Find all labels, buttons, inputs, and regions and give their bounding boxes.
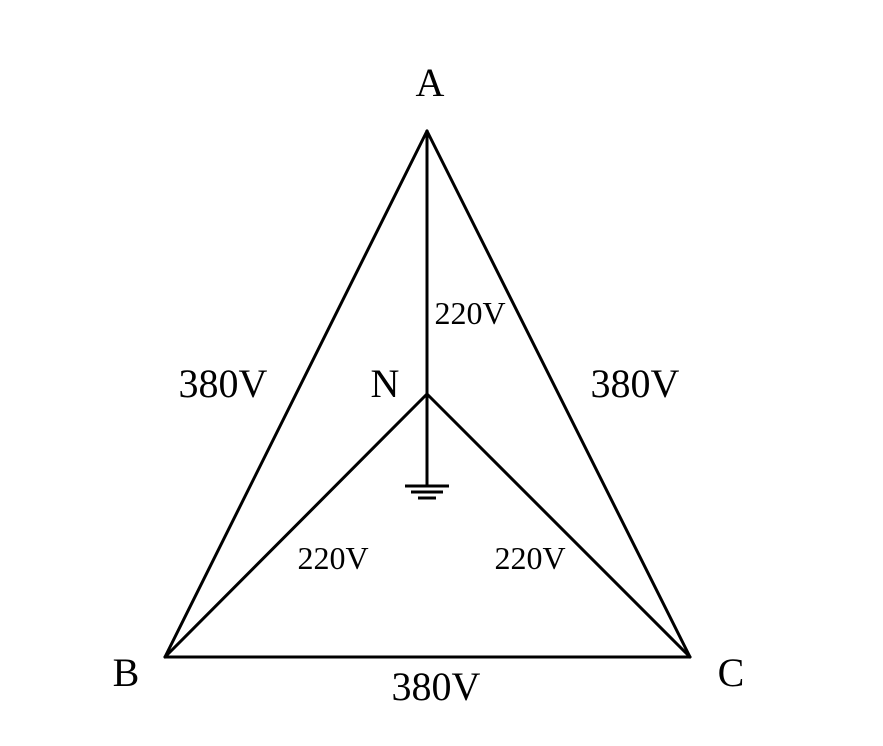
phase-voltage-cn: 220V — [494, 540, 565, 576]
line-voltage-ac: 380V — [591, 361, 680, 406]
line-voltage-ab: 380V — [179, 361, 268, 406]
phase-voltage-an: 220V — [434, 295, 505, 331]
line-voltage-bc: 380V — [392, 664, 481, 709]
ground-symbol-icon — [405, 394, 449, 500]
vertex-label-a: A — [416, 60, 445, 105]
line-c-n — [425, 392, 692, 659]
line-a-c — [425, 129, 692, 659]
line-b-n — [163, 392, 429, 659]
vertex-label-b: B — [113, 650, 140, 695]
line-a-b — [163, 129, 429, 659]
vertex-label-n: N — [371, 361, 400, 406]
phase-voltage-bn: 220V — [297, 540, 368, 576]
vertex-label-c: C — [718, 650, 745, 695]
